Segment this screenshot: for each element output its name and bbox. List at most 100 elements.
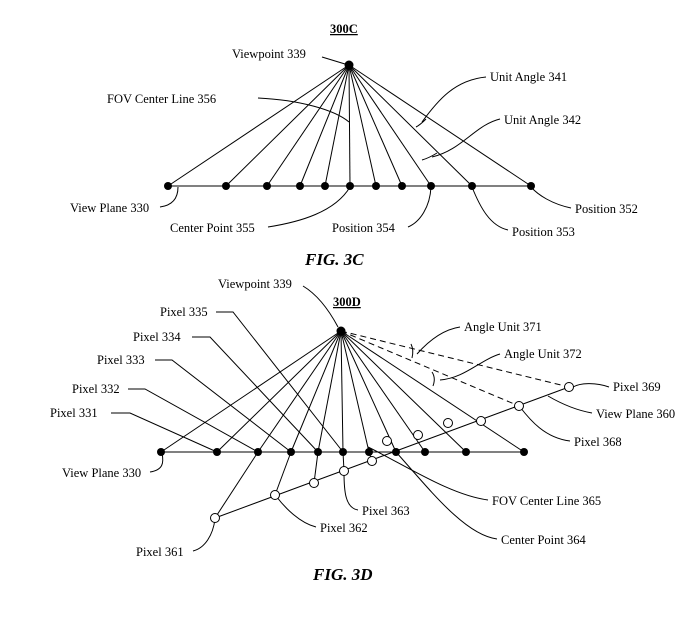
fig3d-pixel-dot (462, 448, 470, 456)
fig3c-position-352-label: Position 352 (575, 202, 638, 216)
fig3d-angle-unit-371-label: Angle Unit 371 (464, 320, 542, 334)
fig3d-pixel-dot (339, 448, 347, 456)
fig3d-pixel-circle (382, 436, 392, 446)
fig3c-dots (164, 60, 535, 190)
fig3c-rays (167, 64, 532, 187)
fig3c-position-354-leader (407, 186, 432, 228)
fig3d-pixel-361-circle (210, 513, 220, 523)
fig3d-pixel-368-leader (519, 406, 571, 442)
fig3c-position-353-leader (471, 186, 509, 231)
fig3c-position-353-label: Position 353 (512, 225, 575, 239)
fig3d-pixel-334-label: Pixel 334 (133, 330, 181, 344)
fig3c-fov-center-line-label: FOV Center Line 356 (107, 92, 216, 106)
fig3c-unit-angle-342-label: Unit Angle 342 (504, 113, 581, 127)
fig3c-position-dot (263, 182, 271, 190)
fig3d-pixel-334-dot (287, 448, 295, 456)
fig3c-position-352-leader (530, 186, 572, 209)
fig3c-position-352-dot (527, 182, 535, 190)
fig3d-viewpoint-dot (336, 326, 346, 336)
fig3d-angle-unit-372-label: Angle Unit 372 (504, 347, 582, 361)
fig3d-pixel-dot (421, 448, 429, 456)
fig3d-pixel-335-label: Pixel 335 (160, 305, 208, 319)
fig3d-pixel-362-leader (275, 495, 317, 528)
fig3c-center-point-dot (346, 182, 354, 190)
fig3d-viewpoint-label: Viewpoint 339 (218, 277, 292, 291)
fig3c-fov-leader (257, 97, 350, 123)
fig3d-hollow-pixels (210, 382, 574, 523)
fig3c-unit-angle-342-arc (421, 152, 438, 161)
fig3d-pixel-333-label: Pixel 333 (97, 353, 145, 367)
fig3d-fov-center-line-leader (367, 446, 489, 501)
fig3c-view-plane-leader (159, 186, 179, 208)
fig3c-position-dot (372, 182, 380, 190)
fig3d-pixel-368-label: Pixel 368 (574, 435, 622, 449)
fig3d-pixel-369-label: Pixel 369 (613, 380, 661, 394)
fig3d-pixel-331-dot (157, 448, 165, 456)
fig3d-pixel-332-dot (213, 448, 221, 456)
fig3d-pixel-circle (476, 416, 486, 426)
fig3d-caption: FIG. 3D (312, 565, 373, 584)
fig3d-pixel-333-leader (155, 359, 292, 453)
fig3d-tag: 300D (333, 295, 361, 309)
fig3d-view-plane-360-label: View Plane 360 (596, 407, 675, 421)
fig3c-position-354-label: Position 354 (332, 221, 396, 235)
fig3c-viewpoint-label: Viewpoint 339 (232, 47, 306, 61)
fig3c-viewpoint-leader (321, 56, 346, 65)
fig3d-fov-center-line-label: FOV Center Line 365 (492, 494, 601, 508)
fig3c-unit-angle-341-leader (421, 76, 487, 123)
fig3c-view-plane-label: View Plane 330 (70, 201, 149, 215)
fig3d-pixel-dot (520, 448, 528, 456)
fig3c-position-354-dot (427, 182, 435, 190)
figure-3d (111, 285, 610, 552)
fig3d-pixel-369-circle (564, 382, 574, 392)
fig3d-pixel-362-circle (270, 490, 280, 500)
fig3d-pixel-332-label: Pixel 332 (72, 382, 120, 396)
fig3d-view-plane-330-label: View Plane 330 (62, 466, 141, 480)
fig3d-pixel-332-leader (128, 388, 259, 453)
fig3c-caption: FIG. 3C (304, 250, 364, 269)
fig3d-pixel-363-circle (339, 466, 349, 476)
fig3d-center-point-dot (392, 448, 400, 456)
fig3d-pixel-circle (309, 478, 319, 488)
fig3c-tag: 300C (330, 22, 358, 36)
fig3d-dashed-rays (340, 330, 570, 407)
fig3c-unit-angle-341-arc (415, 118, 427, 128)
fig3c-position-dot (321, 182, 329, 190)
fig3d-pixel-dot (365, 448, 373, 456)
fig3d-viewpoint-leader (302, 285, 339, 328)
fig3c-center-point-label: Center Point 355 (170, 221, 255, 235)
fig3c-unit-angle-342-leader (431, 118, 501, 158)
fig3d-pixel-circle (413, 430, 423, 440)
fig3d-angle-unit-371-arc (410, 343, 414, 359)
fig3d-view-plane-360-leader (547, 395, 593, 414)
fig3d-pixel-335-dot (314, 448, 322, 456)
fig3d-angle-unit-372-leader (439, 353, 501, 381)
fig3d-pixel-331-label: Pixel 331 (50, 406, 98, 420)
fig3d-pixel-368-circle (514, 401, 524, 411)
fig3d-pixel-334-leader (192, 336, 319, 453)
fig3d-pixel-363-leader (343, 471, 359, 511)
fig3c-center-point-leader (267, 186, 351, 228)
fig3d-pixel-369-leader (572, 383, 610, 388)
fig3d-pixel-362-label: Pixel 362 (320, 521, 368, 535)
fig3d-pixel-circle (367, 456, 377, 466)
fig3d-pixel-361-leader (192, 518, 216, 552)
fig3d-pixel-361-label: Pixel 361 (136, 545, 184, 559)
fig3c-position-353-dot (468, 182, 476, 190)
fig3d-rays (160, 330, 525, 519)
fig3d-pixel-333-dot (254, 448, 262, 456)
fig3c-position-dot (398, 182, 406, 190)
fig3c-unit-angle-341-label: Unit Angle 341 (490, 70, 567, 84)
fig3c-viewpoint-dot (344, 60, 354, 70)
fig3d-pixel-363-label: Pixel 363 (362, 504, 410, 518)
fig3d-pixel-331-leader (111, 412, 218, 453)
fig3d-center-point-label: Center Point 364 (501, 533, 586, 547)
fig3d-angle-unit-372-arc (431, 371, 435, 387)
fig3d-dots (157, 326, 528, 456)
fig3d-pixel-335-leader (216, 311, 344, 453)
fig3d-pixel-circle (443, 418, 453, 428)
fig3c-position-dot (296, 182, 304, 190)
fig3c-position-dot (222, 182, 230, 190)
fig3c-position-dot (164, 182, 172, 190)
